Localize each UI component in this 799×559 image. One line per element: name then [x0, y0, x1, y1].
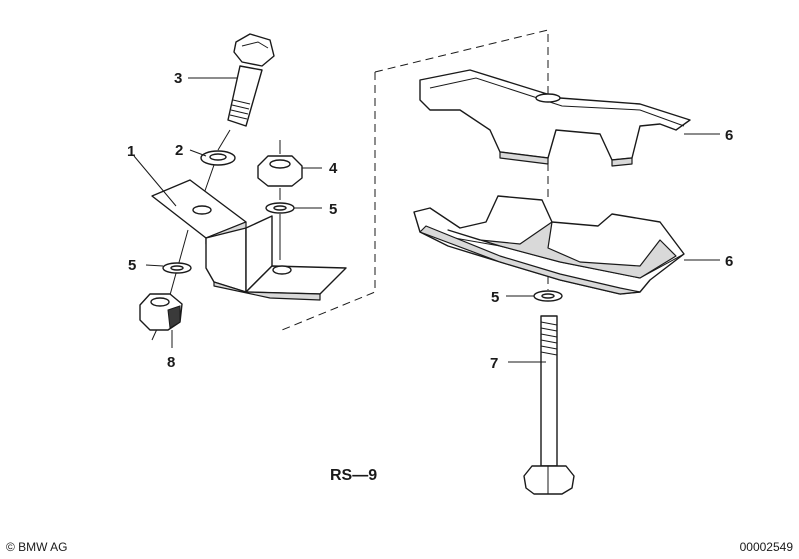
hex-nut	[139, 293, 183, 331]
axis-line	[217, 129, 231, 151]
callout-spring-washer: 5	[491, 289, 499, 306]
callout-clamp-half: 6	[725, 253, 733, 270]
diagram-code: RS—9	[330, 467, 377, 484]
spring-washer	[533, 290, 563, 302]
document-number: 00002549	[739, 540, 793, 554]
callout-clamp-half: 6	[725, 127, 733, 144]
washer	[200, 150, 236, 166]
upper-clamp-half	[419, 69, 691, 167]
callout-bolt: 3	[174, 70, 182, 87]
callout-bracket: 1	[127, 143, 135, 160]
callout-long-bolt: 7	[490, 355, 498, 372]
mounting-bracket	[151, 179, 347, 301]
callout-spring-washer: 5	[128, 257, 136, 274]
hex-bolt	[227, 33, 275, 127]
long-bolt	[523, 315, 575, 495]
spring-washer	[162, 262, 192, 274]
copyright-text: © BMW AG	[6, 540, 68, 554]
leader-lines	[133, 77, 720, 363]
callout-nut: 4	[329, 160, 338, 177]
lower-clamp-half	[413, 195, 685, 295]
callout-spring-washer: 5	[329, 201, 337, 218]
callout-washer: 2	[175, 142, 183, 159]
callout-nut: 8	[167, 354, 175, 371]
hex-nut	[257, 140, 303, 200]
